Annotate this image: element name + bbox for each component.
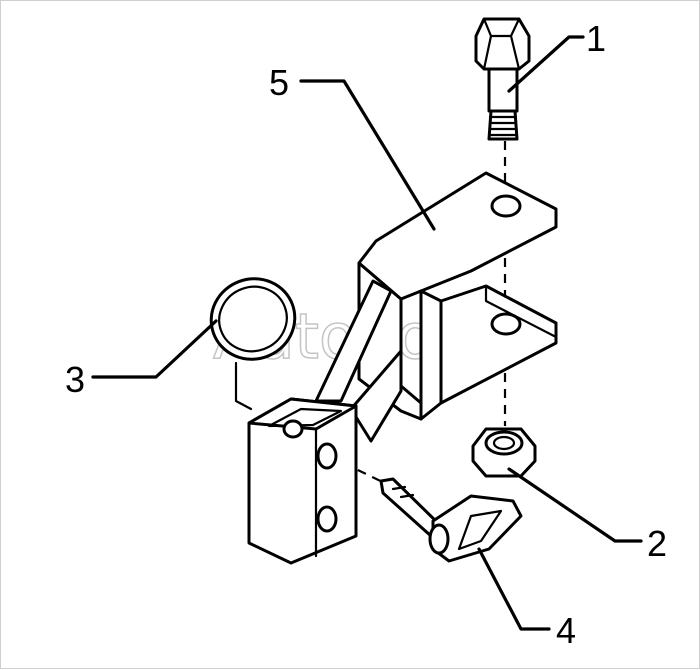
leader-5 xyxy=(299,79,436,231)
leader-4 xyxy=(477,547,551,631)
lower-bracket-icon xyxy=(247,397,358,565)
pin-with-plate-icon xyxy=(379,477,523,563)
leader-1 xyxy=(507,35,585,93)
hex-nut-icon xyxy=(471,427,537,478)
bolt-icon xyxy=(474,17,531,141)
callout-2: 2 xyxy=(647,523,667,564)
callout-5: 5 xyxy=(269,62,289,103)
leader-2 xyxy=(507,467,643,543)
clevis-bracket-icon xyxy=(314,171,558,443)
callout-1: 1 xyxy=(586,18,606,59)
leader-3 xyxy=(91,319,218,379)
snap-ring-icon xyxy=(209,277,297,411)
callout-3: 3 xyxy=(65,359,85,400)
callout-4: 4 xyxy=(556,610,576,651)
leader-lines xyxy=(91,35,643,631)
